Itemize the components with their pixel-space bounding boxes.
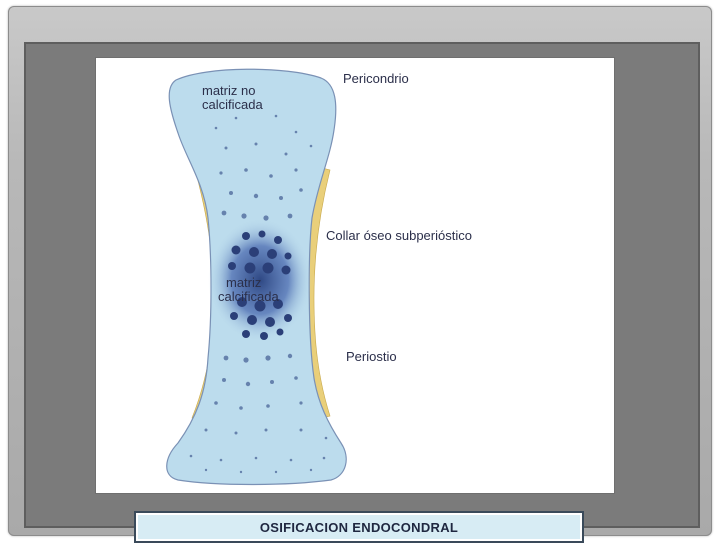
slide-title-box: OSIFICACION ENDOCONDRAL	[134, 511, 584, 543]
label-matriz-no-calcificada-2: calcificada	[202, 97, 263, 112]
label-collar-oseo: Collar óseo subperióstico	[326, 228, 472, 243]
calcified-dots	[228, 230, 292, 340]
label-matriz-calcificada-2: calcificada	[218, 289, 279, 304]
label-matriz-calcificada-1: matriz	[226, 275, 262, 290]
label-periostio: Periostio	[346, 349, 397, 364]
bone-diagram	[166, 68, 347, 486]
slide-title: OSIFICACION ENDOCONDRAL	[259, 519, 459, 535]
label-matriz-no-calcificada-1: matriz no	[202, 83, 256, 98]
label-pericondrio: Pericondrio	[343, 71, 409, 86]
diagram-panel: matriz no calcificada Pericondrio Collar…	[96, 58, 614, 493]
chondrocyte-dots	[189, 114, 328, 474]
